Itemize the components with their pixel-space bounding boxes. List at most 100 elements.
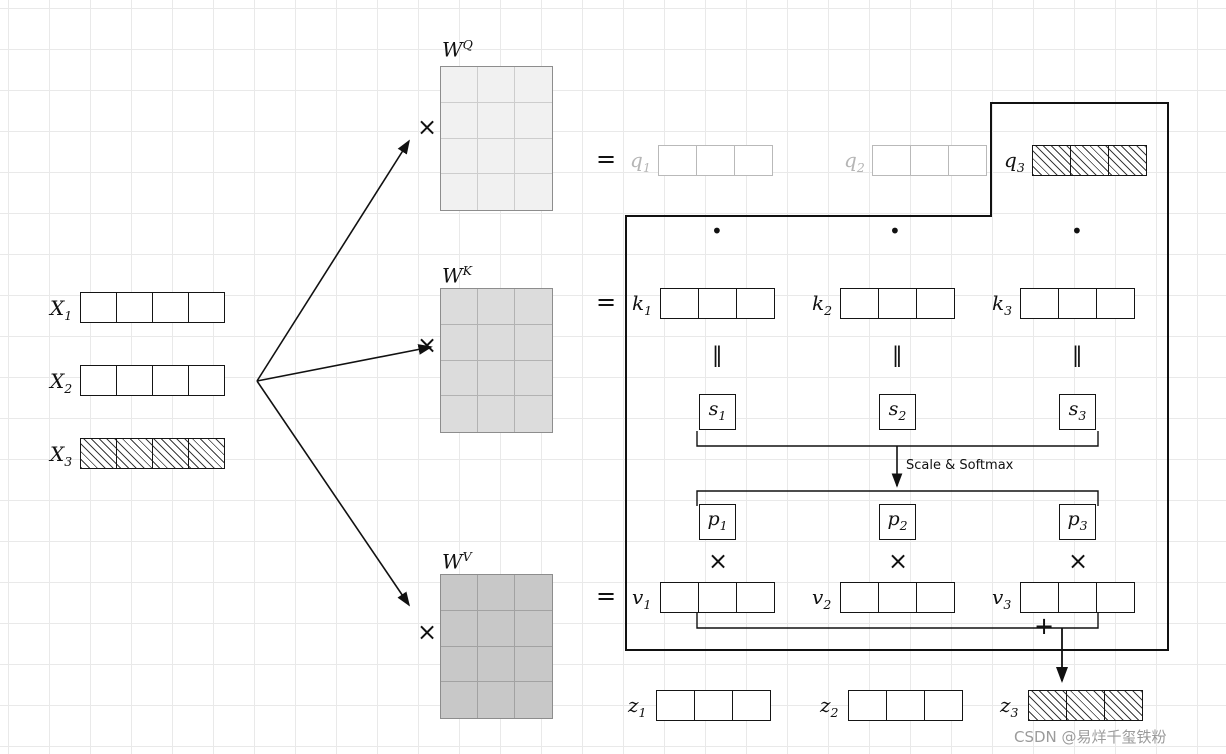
parallel-operator-3: ‖ (1072, 343, 1083, 367)
matrix-cell (515, 575, 552, 611)
input-vector-x2 (80, 365, 225, 396)
matrix-cell (441, 610, 478, 647)
key-label-k3-sub: 3 (1004, 303, 1013, 318)
matrix-cell (441, 682, 478, 718)
vector-cell (81, 293, 116, 322)
vector-cell (152, 439, 188, 468)
vector-cell (1108, 146, 1146, 175)
matrix-cell (478, 324, 515, 361)
matrix-cell (478, 289, 515, 325)
weight-label-wk-base: W (442, 263, 463, 288)
parallel-operator-1: ‖ (712, 343, 723, 367)
weight-label-wk: WK (442, 258, 472, 289)
key-label-k3: k3 (992, 290, 1012, 324)
multiply-operator-k: × (417, 331, 438, 359)
equals-operator-k: = (596, 288, 617, 316)
query-label-q1: q1 (630, 147, 651, 181)
prob-label-p2-sub: 2 (899, 517, 908, 533)
vector-cell (916, 583, 954, 612)
output-label-z3: z3 (1000, 692, 1019, 726)
vector-cell (188, 366, 224, 395)
fanout-arrow-q (256, 139, 410, 382)
input-label-x2: X2 (50, 368, 72, 402)
matrix-cell (515, 103, 552, 139)
vector-cell (1021, 289, 1058, 318)
matrix-cell (441, 324, 478, 361)
matrix-cell (441, 289, 478, 325)
query-label-q3-sub: 3 (1016, 160, 1025, 175)
vector-cell (659, 146, 696, 175)
prob-box-p3: p3 (1059, 504, 1096, 540)
score-label-s3-sub: 3 (1078, 407, 1087, 423)
vector-cell (878, 289, 916, 318)
query-label-q2-base: q (844, 148, 857, 172)
matrix-cell (478, 138, 515, 175)
multiply-operator-q: × (417, 113, 438, 141)
input-vector-x3 (80, 438, 225, 469)
vector-cell (694, 691, 732, 720)
weight-label-wq-base: W (442, 37, 463, 62)
key-vector-k3 (1020, 288, 1135, 319)
query-vector-q3 (1032, 145, 1147, 176)
value-vector-v2 (840, 582, 955, 613)
value-label-v2-base: v (812, 585, 824, 609)
key-vector-k1 (660, 288, 775, 319)
matrix-cell (441, 575, 478, 611)
multiply-operator-pv1: × (708, 547, 729, 575)
matrix-cell (515, 361, 552, 397)
vector-cell (910, 146, 948, 175)
matrix-cell (478, 102, 515, 139)
score-label-s1-base: s (708, 397, 719, 420)
score-box-s3: s3 (1059, 394, 1096, 430)
matrix-cell (441, 396, 478, 432)
vector-cell (1070, 146, 1108, 175)
vector-cell (1058, 289, 1096, 318)
key-label-k3-base: k (992, 291, 1005, 315)
key-vector-k2 (840, 288, 955, 319)
score-label-s2-base: s (888, 397, 899, 420)
query-label-q2-sub: 2 (856, 160, 865, 175)
prob-label-p2-base: p (887, 507, 900, 530)
score-label-s1-sub: 1 (718, 407, 727, 423)
vector-cell (698, 289, 736, 318)
scale-softmax-label: Scale & Softmax (906, 458, 1014, 473)
vector-cell (736, 583, 774, 612)
matrix-cell (515, 611, 552, 647)
value-vector-v3 (1020, 582, 1135, 613)
vector-cell (657, 691, 694, 720)
equals-operator-q: = (596, 145, 617, 173)
value-label-v2: v2 (812, 584, 831, 618)
watermark: CSDN @易烊千玺铁粉 (1014, 728, 1167, 746)
prob-label-p3: p3 (1067, 509, 1087, 536)
output-label-z3-base: z (1000, 693, 1011, 717)
vector-cell (81, 439, 116, 468)
input-label-x3-base: X (50, 442, 65, 466)
matrix-cell (478, 396, 515, 432)
vector-cell (1104, 691, 1142, 720)
value-label-v3-sub: 3 (1003, 597, 1012, 612)
weight-label-wv-sup: V (462, 549, 472, 564)
vector-cell (696, 146, 734, 175)
output-vector-z1 (656, 690, 771, 721)
matrix-cell (441, 67, 478, 103)
vector-cell (116, 366, 152, 395)
vector-cell (1058, 583, 1096, 612)
vector-cell (849, 691, 886, 720)
vector-cell (916, 289, 954, 318)
prob-box-p1: p1 (699, 504, 736, 540)
key-label-k2-base: k (812, 291, 825, 315)
value-label-v3-base: v (992, 585, 1004, 609)
dot-operator-1: • (711, 219, 723, 243)
equals-operator-v: = (596, 582, 617, 610)
weight-matrix-q (440, 66, 553, 211)
vector-cell (1096, 289, 1134, 318)
output-vector-z3 (1028, 690, 1143, 721)
output-label-z2: z2 (820, 692, 839, 726)
vector-cell (661, 583, 698, 612)
vector-cell (886, 691, 924, 720)
vector-cell (661, 289, 698, 318)
weight-label-wk-sup: K (462, 263, 472, 278)
vector-cell (152, 366, 188, 395)
prob-label-p1: p1 (707, 509, 727, 536)
